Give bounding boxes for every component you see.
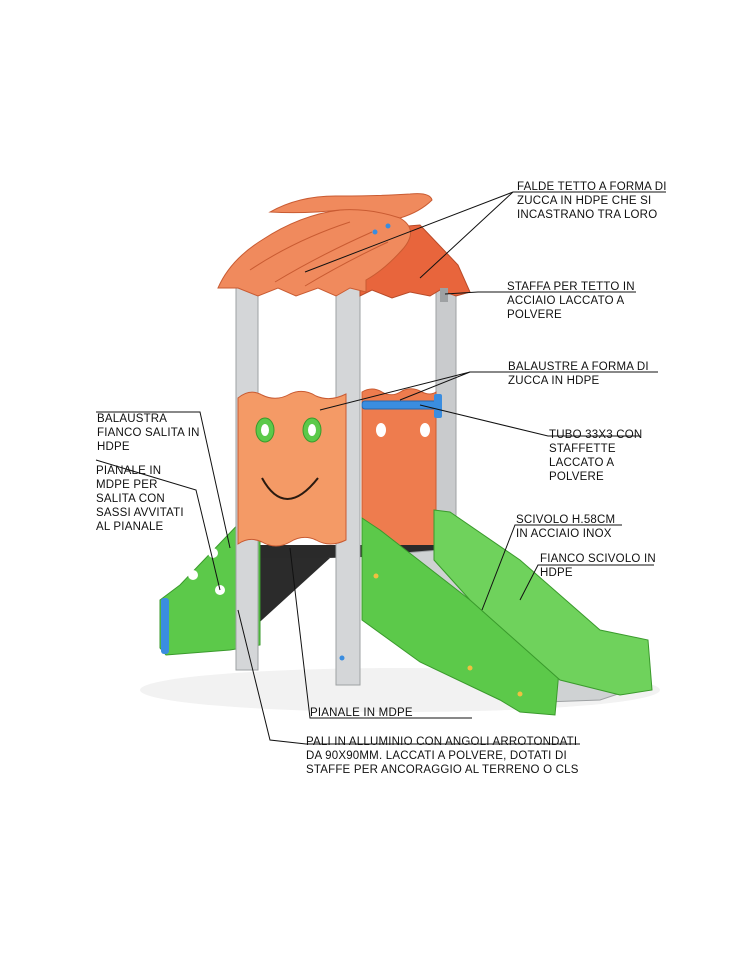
leader-posts <box>237 609 580 745</box>
bolt <box>339 655 345 661</box>
label-slide: SCIVOLO H.58CM IN ACCIAIO INOX <box>516 514 616 540</box>
leader-roof-panels <box>304 191 666 279</box>
roof-vein-2 <box>274 231 373 283</box>
pumpkin-smile <box>261 477 319 500</box>
bolt <box>372 229 378 235</box>
bolt <box>517 691 523 697</box>
climb-hole-1 <box>188 570 198 580</box>
label-roof-bracket: STAFFA PER TETTO IN ACCIAIO LACCATO A PO… <box>507 281 635 321</box>
back-panel-hole-right <box>420 423 430 437</box>
leader-slide <box>481 524 622 611</box>
label-tube: TUBO 33X3 CON STAFFETTE LACCATO A POLVER… <box>549 429 643 483</box>
pumpkin-eye-right-hole <box>308 424 316 436</box>
label-climb-platform: PIANALE IN MDPE PER SALITA CON SASSI AVV… <box>96 465 184 533</box>
climb-hole-2 <box>208 548 218 558</box>
roof-vein-3 <box>304 241 389 287</box>
bolt <box>467 665 473 671</box>
leader-platform <box>289 547 472 719</box>
balustrade-front-pumpkin <box>237 390 347 547</box>
slide-side-panel-far <box>433 509 653 696</box>
bolt <box>385 223 391 229</box>
label-climb-balustrade: BALAUSTRA FIANCO SALITA IN HDPE <box>97 413 200 453</box>
label-slide-side: FIANCO SCIVOLO IN HDPE <box>540 553 656 579</box>
leader-tube <box>419 404 640 437</box>
roof-leaf-tip <box>268 193 433 219</box>
leader-lines <box>95 191 666 745</box>
leader-roof-bracket <box>444 291 636 295</box>
bolt <box>373 573 379 579</box>
leader-climb-platform <box>95 459 221 591</box>
leader-slide-side <box>519 564 654 601</box>
climb-handle <box>161 598 169 654</box>
label-platform: PIANALE IN MDPE <box>310 707 413 719</box>
label-balustrades: BALAUSTRE A FORMA DI ZUCCA IN HDPE <box>508 361 649 387</box>
tube-bracket <box>434 394 442 418</box>
label-posts: PALI IN ALLUMINIO CON ANGOLI ARROTONDATI… <box>306 736 579 776</box>
leader-balustrades <box>319 371 658 411</box>
roof-bracket <box>440 288 448 302</box>
pumpkin-eye-left-hole <box>261 424 269 436</box>
back-panel-hole-left <box>376 423 386 437</box>
tube-handle <box>361 400 439 410</box>
roof-vein-1 <box>249 221 351 271</box>
label-roof-panels: FALDE TETTO A FORMA DI ZUCCA IN HDPE CHE… <box>517 181 667 221</box>
leader-climb-balustrade <box>96 411 231 549</box>
slide-side-panel <box>361 517 561 716</box>
